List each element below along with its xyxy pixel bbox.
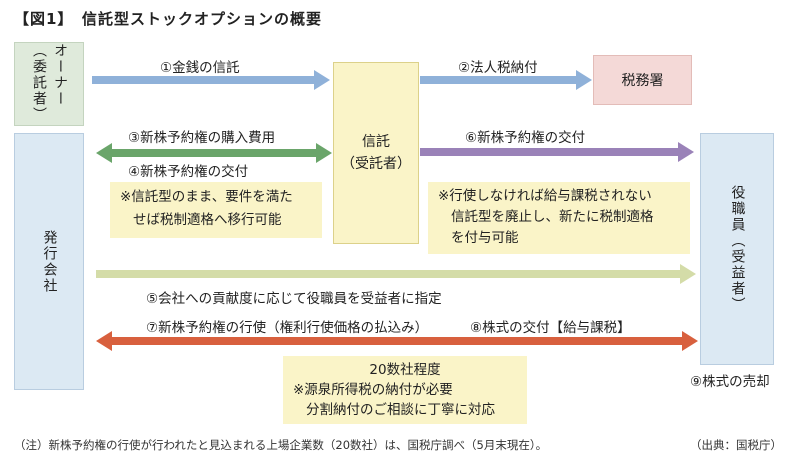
note-bottom-line: 分割納付のご相談に丁寧に対応 bbox=[306, 402, 495, 418]
officers-label: 役職員（受益者） bbox=[729, 185, 746, 313]
issuer-label: 発行会社 bbox=[41, 229, 58, 294]
note-right-line: ※行使しなければ給与課税されない bbox=[438, 188, 652, 204]
note-bottom-line: ※源泉所得税の納付が必要 bbox=[293, 382, 453, 398]
label-purchase-cost: ③新株予約権の購入費用 bbox=[128, 130, 276, 146]
owner-label: オーナー（委託者） bbox=[31, 43, 68, 123]
note-right-line: を付与可能 bbox=[451, 230, 519, 246]
trust-sublabel: （受託者） bbox=[341, 156, 411, 172]
label-money-trust: ①金銭の信託 bbox=[160, 60, 240, 76]
owner-box: オーナー（委託者） bbox=[14, 42, 84, 126]
label-share-delivery: ⑧株式の交付【給与課税】 bbox=[470, 320, 631, 336]
trust-label: 信託 bbox=[362, 133, 390, 150]
note-bottom: 20数社程度 ※源泉所得税の納付が必要 分割納付のご相談に丁寧に対応 bbox=[283, 356, 527, 424]
label-designate-beneficiary: ⑤会社への貢献度に応じて役職員を受益者に指定 bbox=[146, 291, 442, 307]
label-rights-delivery-officers: ⑥新株予約権の交付 bbox=[465, 130, 586, 146]
note-left-line: ※信託型のまま、要件を満た bbox=[120, 189, 293, 205]
note-bottom-line: 20数社程度 bbox=[369, 362, 441, 378]
tax-office-box: 税務署 bbox=[593, 55, 692, 105]
tax-office-label: 税務署 bbox=[621, 73, 664, 89]
note-left-line: せば税制適格へ移行可能 bbox=[133, 212, 282, 228]
note-right: ※行使しなければ給与課税されない 信託型を廃止し、新たに税制適格 を付与可能 bbox=[428, 182, 690, 254]
arrow-corporate-tax bbox=[420, 70, 592, 90]
note-left: ※信託型のまま、要件を満た せば税制適格へ移行可能 bbox=[110, 182, 322, 238]
trust-box: 信託 （受託者） bbox=[333, 62, 419, 244]
arrow-designate-beneficiary bbox=[96, 264, 696, 284]
issuer-box: 発行会社 bbox=[14, 133, 84, 390]
arrow-trust-officers bbox=[420, 142, 694, 162]
arrow-money-trust bbox=[92, 70, 330, 90]
label-exercise: ⑦新株予約権の行使（権利行使価格の払込み） bbox=[146, 320, 429, 336]
officers-box: 役職員（受益者） bbox=[700, 133, 774, 365]
arrow-issuer-trust bbox=[96, 143, 332, 163]
note-right-line: 信託型を廃止し、新たに税制適格 bbox=[451, 209, 654, 225]
label-share-sale: ⑨株式の売却 bbox=[690, 374, 770, 390]
source-credit: （出典：国税庁） bbox=[690, 438, 782, 452]
label-rights-delivery-issuer: ④新株予約権の交付 bbox=[128, 164, 249, 180]
arrow-exercise-delivery bbox=[96, 331, 698, 351]
footnote: （注）新株予約権の行使が行われたと見込まれる上場企業数（20数社）は、国税庁調べ… bbox=[14, 438, 548, 452]
label-corporate-tax: ②法人税納付 bbox=[458, 60, 538, 76]
figure-title: 【図1】 信託型ストックオプションの概要 bbox=[14, 10, 322, 28]
